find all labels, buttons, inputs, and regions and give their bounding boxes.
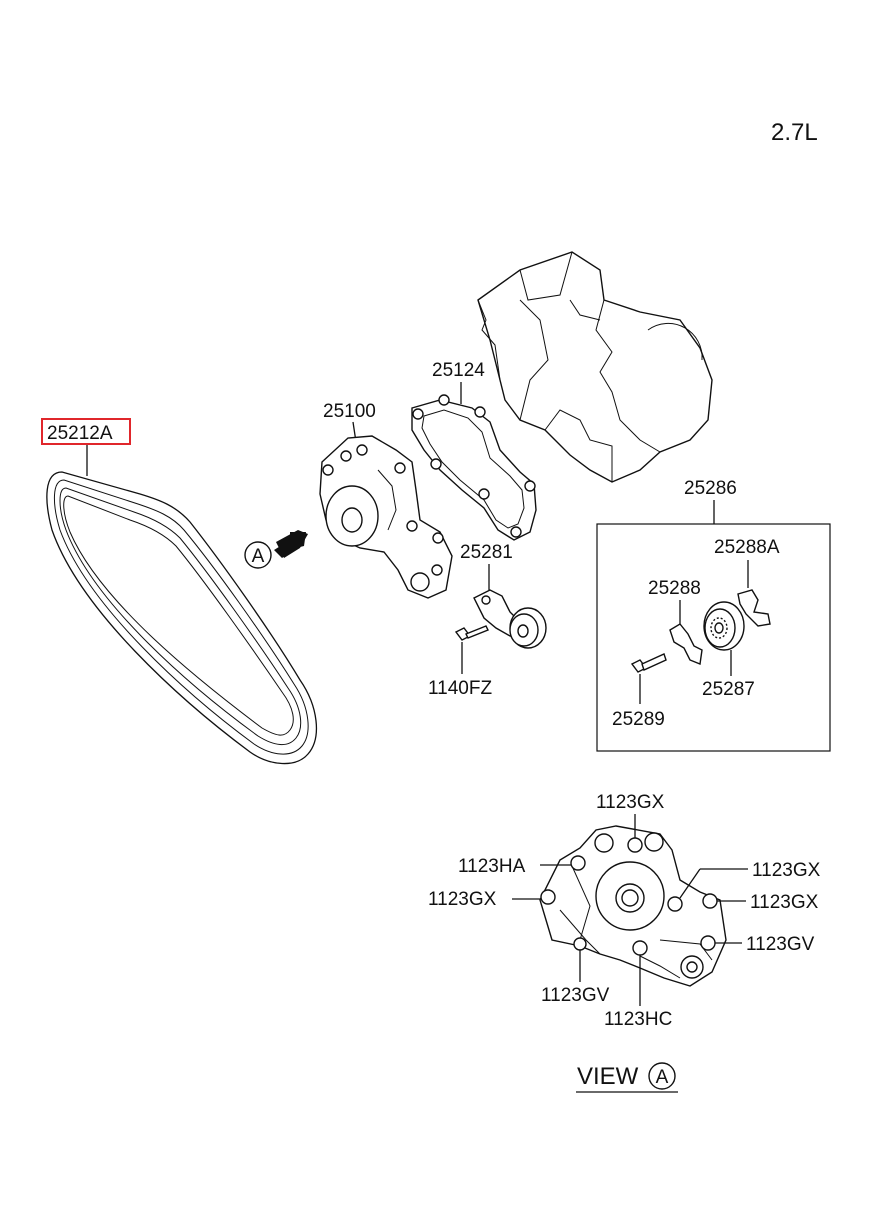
view-caption-marker-letter: A xyxy=(656,1067,669,1088)
bolt-upper-left-part-number[interactable]: 1123HA xyxy=(458,856,526,877)
engine-label: 2.7L xyxy=(771,119,818,146)
water-pump-part-number[interactable]: 25100 xyxy=(323,401,376,422)
idler-kit-part-number[interactable]: 25286 xyxy=(684,478,737,499)
tensioner-bolt-illustration[interactable] xyxy=(454,625,489,641)
bolt-upper-right-leader-line-d xyxy=(679,868,701,899)
idler-bracket-illustration[interactable] xyxy=(669,623,703,665)
engine-block-illustration xyxy=(477,251,713,483)
tensioner-bolt-part-number[interactable]: 1140FZ xyxy=(428,678,492,699)
idler-bolt-part-number[interactable]: 25289 xyxy=(612,709,665,730)
belt-label-highlight xyxy=(41,418,131,445)
bolt-lower-left-part-number[interactable]: 1123GV xyxy=(541,985,610,1006)
tensioner-illustration[interactable] xyxy=(473,589,547,649)
bolt-bottom-part-number[interactable]: 1123HC xyxy=(604,1009,672,1030)
view-caption-label: VIEW xyxy=(577,1063,639,1090)
idler-pulley-illustration[interactable] xyxy=(703,601,745,651)
view-a-marker[interactable]: A xyxy=(244,541,272,569)
gasket-illustration[interactable] xyxy=(411,394,537,541)
svg-text:A: A xyxy=(252,546,265,567)
tensioner-part-number[interactable]: 25281 xyxy=(460,542,513,563)
idler-bracket-part-number[interactable]: 25288 xyxy=(648,578,701,599)
view-a-pump-detail-illustration xyxy=(539,825,727,987)
view-arrow-head-icon xyxy=(276,530,308,558)
bolt-right-part-number[interactable]: 1123GX xyxy=(750,892,819,913)
bolt-left-part-number[interactable]: 1123GX xyxy=(428,889,497,910)
bolt-lower-right-part-number[interactable]: 1123GV xyxy=(746,934,815,955)
idler-kit-box xyxy=(596,523,831,752)
bolt-upper-right-part-number[interactable]: 1123GX xyxy=(752,860,821,881)
view-caption-marker xyxy=(648,1062,676,1090)
drive-belt[interactable] xyxy=(46,471,318,765)
idler-bolt-illustration[interactable] xyxy=(630,653,667,673)
idler-pulley-part-number[interactable]: 25287 xyxy=(702,679,755,700)
bolt-top-part-number[interactable]: 1123GX xyxy=(596,792,665,813)
idler-bracket-a-illustration[interactable] xyxy=(737,589,771,627)
belt-part-number[interactable]: 25212A xyxy=(47,423,113,444)
gasket-part-number[interactable]: 25124 xyxy=(432,360,485,381)
idler-bracket-a-part-number[interactable]: 25288A xyxy=(714,537,780,558)
water-pump-illustration[interactable] xyxy=(319,435,453,599)
